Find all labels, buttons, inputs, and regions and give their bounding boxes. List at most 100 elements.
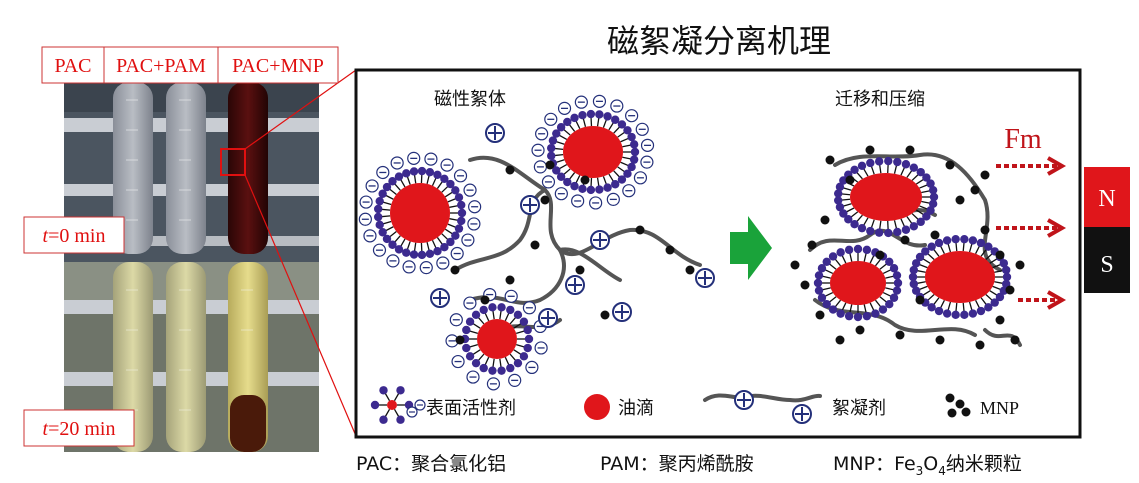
surfactant-head bbox=[462, 325, 471, 335]
surfactant-head bbox=[835, 182, 845, 192]
surfactant-head bbox=[603, 112, 612, 121]
surfactant-head bbox=[828, 252, 838, 261]
mnp-particle bbox=[935, 335, 945, 345]
surfactant-head bbox=[984, 242, 993, 251]
surfactant-head bbox=[523, 343, 532, 353]
surfactant-head bbox=[523, 325, 532, 335]
mnp-particle bbox=[980, 225, 990, 235]
surfactant-head bbox=[379, 415, 388, 424]
diagram-title: 磁絮凝分离机理 bbox=[607, 22, 831, 60]
surfactant-head bbox=[370, 400, 380, 410]
surfactant-head bbox=[839, 209, 848, 218]
mnp-particle bbox=[545, 160, 555, 170]
surfactant-head bbox=[396, 415, 405, 424]
surfactant-head bbox=[524, 334, 534, 344]
surfactant-head bbox=[519, 317, 529, 326]
surfactant-head bbox=[942, 309, 952, 318]
surfactant-head bbox=[857, 161, 867, 171]
surfactant-head bbox=[506, 363, 515, 373]
surfactant-head bbox=[901, 225, 911, 234]
surfactant-head bbox=[884, 156, 893, 166]
surfactant-head bbox=[457, 200, 466, 210]
mnp-particle bbox=[505, 275, 515, 285]
mnp-particle bbox=[1015, 260, 1025, 270]
surfactant-head bbox=[513, 310, 523, 320]
surfactant-head bbox=[853, 312, 863, 322]
tube-label-pac-mnp: PAC+MNP bbox=[232, 55, 324, 77]
surfactant-head bbox=[822, 299, 831, 309]
surfactant-head bbox=[844, 215, 853, 224]
magnetic-floc-label: 磁性絮体 bbox=[434, 89, 506, 110]
surfactant-head bbox=[388, 240, 397, 249]
tube-label-pac-pam: PAC+PAM bbox=[116, 55, 206, 77]
surfactant-head bbox=[471, 358, 481, 368]
surfactant-head bbox=[926, 206, 935, 215]
mnp-particle bbox=[845, 175, 855, 185]
surfactant-head bbox=[927, 303, 936, 312]
magnetic-force-label: Fm bbox=[1004, 124, 1042, 155]
surfactant-head bbox=[454, 193, 464, 202]
surfactant-head bbox=[909, 222, 919, 231]
surfactant-head bbox=[488, 303, 497, 312]
mnp-particle bbox=[970, 185, 980, 195]
surfactant-head bbox=[921, 247, 930, 256]
surfactant-head bbox=[396, 386, 405, 395]
mnp-particle bbox=[685, 265, 695, 275]
mnp-particle bbox=[800, 280, 810, 290]
zoom-box bbox=[220, 148, 246, 176]
surfactant-head bbox=[578, 111, 587, 120]
surfactant-head bbox=[960, 234, 969, 244]
magnet-north-pole bbox=[1084, 167, 1130, 227]
surfactant-head bbox=[488, 366, 497, 375]
legend-oil-label: 油滴 bbox=[618, 398, 654, 419]
surfactant-head bbox=[976, 306, 986, 316]
surfactant-head bbox=[862, 311, 872, 321]
mnp-particle bbox=[865, 145, 875, 155]
surfactant-head bbox=[893, 227, 902, 237]
mnp-particle bbox=[825, 155, 835, 165]
surfactant-head bbox=[440, 174, 449, 183]
surfactant-head bbox=[433, 170, 442, 179]
surfactant-head bbox=[627, 162, 636, 172]
surfactant-head bbox=[822, 257, 831, 267]
surfactant-head bbox=[457, 208, 467, 218]
mnp-particle bbox=[820, 215, 830, 225]
surfactant-head bbox=[834, 196, 843, 205]
surfactant-head bbox=[629, 140, 639, 149]
surfactant-head bbox=[817, 264, 827, 273]
oil-droplet bbox=[813, 244, 903, 322]
surfactant-head bbox=[595, 110, 604, 119]
surfactant-head bbox=[928, 199, 938, 209]
surfactant-head bbox=[990, 298, 999, 307]
tube-pac-pam-after bbox=[166, 262, 206, 452]
mnp-particle bbox=[895, 330, 905, 340]
mnp-particle bbox=[905, 145, 915, 155]
compressed-floc-cluster bbox=[790, 145, 1025, 350]
surfactant-head bbox=[595, 185, 604, 194]
surfactant-head bbox=[911, 286, 921, 295]
surfactant-head bbox=[611, 180, 620, 189]
surfactant-head bbox=[893, 278, 903, 288]
surfactant-head bbox=[844, 245, 854, 255]
surfactant-head bbox=[570, 181, 579, 191]
surfactant-head bbox=[909, 265, 919, 275]
surfactant-head bbox=[425, 249, 435, 259]
surfactant-head bbox=[892, 271, 902, 280]
surfactant-head bbox=[425, 167, 435, 177]
surfactant-head bbox=[378, 189, 387, 198]
surfactant-head bbox=[866, 226, 875, 236]
surfactant-head bbox=[394, 245, 404, 254]
mnp-particle bbox=[961, 407, 971, 417]
mnp-particle bbox=[1005, 285, 1015, 295]
surfactant-head bbox=[968, 309, 978, 318]
surfactant-head bbox=[909, 163, 919, 172]
oil-core bbox=[850, 173, 922, 221]
mnp-particle bbox=[815, 310, 825, 320]
surfactant-head bbox=[451, 231, 460, 240]
surfactant-head bbox=[417, 250, 427, 260]
tube-pac-mnp-initial bbox=[228, 82, 268, 254]
oil-core bbox=[925, 251, 995, 303]
flocculant-chain bbox=[558, 247, 622, 282]
surfactant-head bbox=[547, 151, 556, 161]
surfactant-head bbox=[928, 185, 938, 195]
